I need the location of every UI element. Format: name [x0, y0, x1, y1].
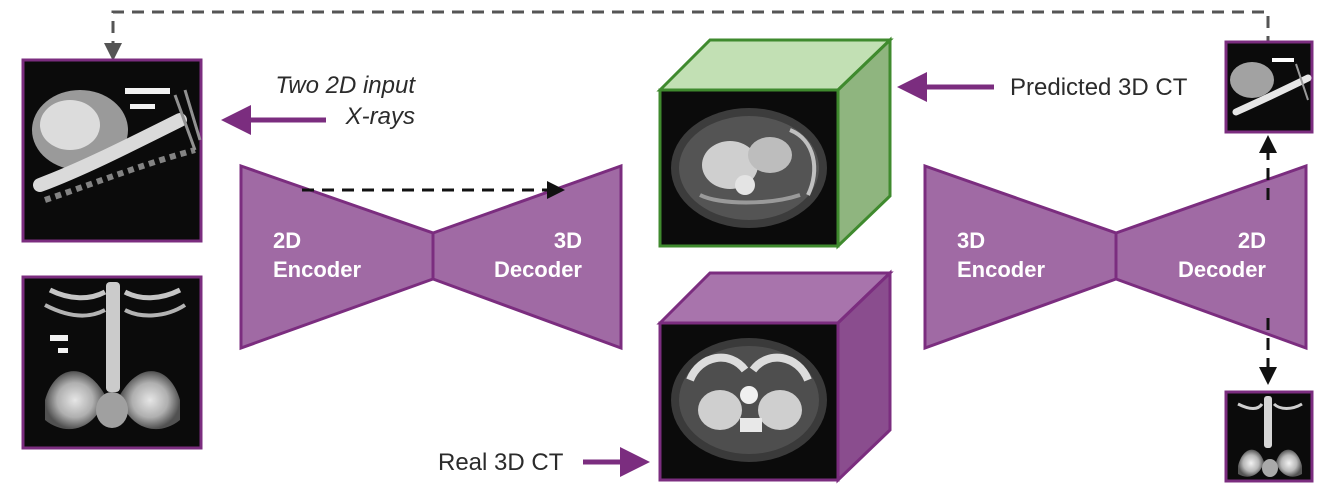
input-label-line2: X-rays [345, 103, 415, 130]
encoder-2d-label-line2: Encoder [273, 257, 361, 282]
predicted-ct-volume [656, 36, 894, 250]
decoder-2d-label-line2: Decoder [1178, 257, 1266, 282]
network-2d-to-3d: 2D Encoder 3D Decoder [239, 163, 623, 351]
encoder-3d-label-line2: Encoder [957, 257, 1045, 282]
decoder-2d-label-line1: 2D [1238, 228, 1266, 253]
real-ct-label: Real 3D CT [438, 449, 564, 476]
reprojected-lateral-xray [1224, 40, 1314, 134]
reprojected-frontal-xray [1224, 390, 1314, 483]
encoder-3d-label-line1: 3D [957, 228, 985, 253]
frontal-xray-image [21, 275, 203, 450]
lateral-xray-image [21, 58, 203, 243]
real-ct-volume [656, 269, 894, 484]
feedback-dashed-line [104, 10, 1270, 61]
network-3d-to-2d: 3D Encoder 2D Decoder [923, 163, 1308, 351]
input-label-line1: Two 2D input [275, 72, 416, 99]
decoder-3d-label-line1: 3D [554, 228, 582, 253]
decoder-3d-label-line2: Decoder [494, 257, 582, 282]
decoder-2d-shape [1114, 163, 1308, 351]
predicted-ct-label: Predicted 3D CT [1010, 74, 1188, 101]
encoder-2d-label-line1: 2D [273, 228, 301, 253]
